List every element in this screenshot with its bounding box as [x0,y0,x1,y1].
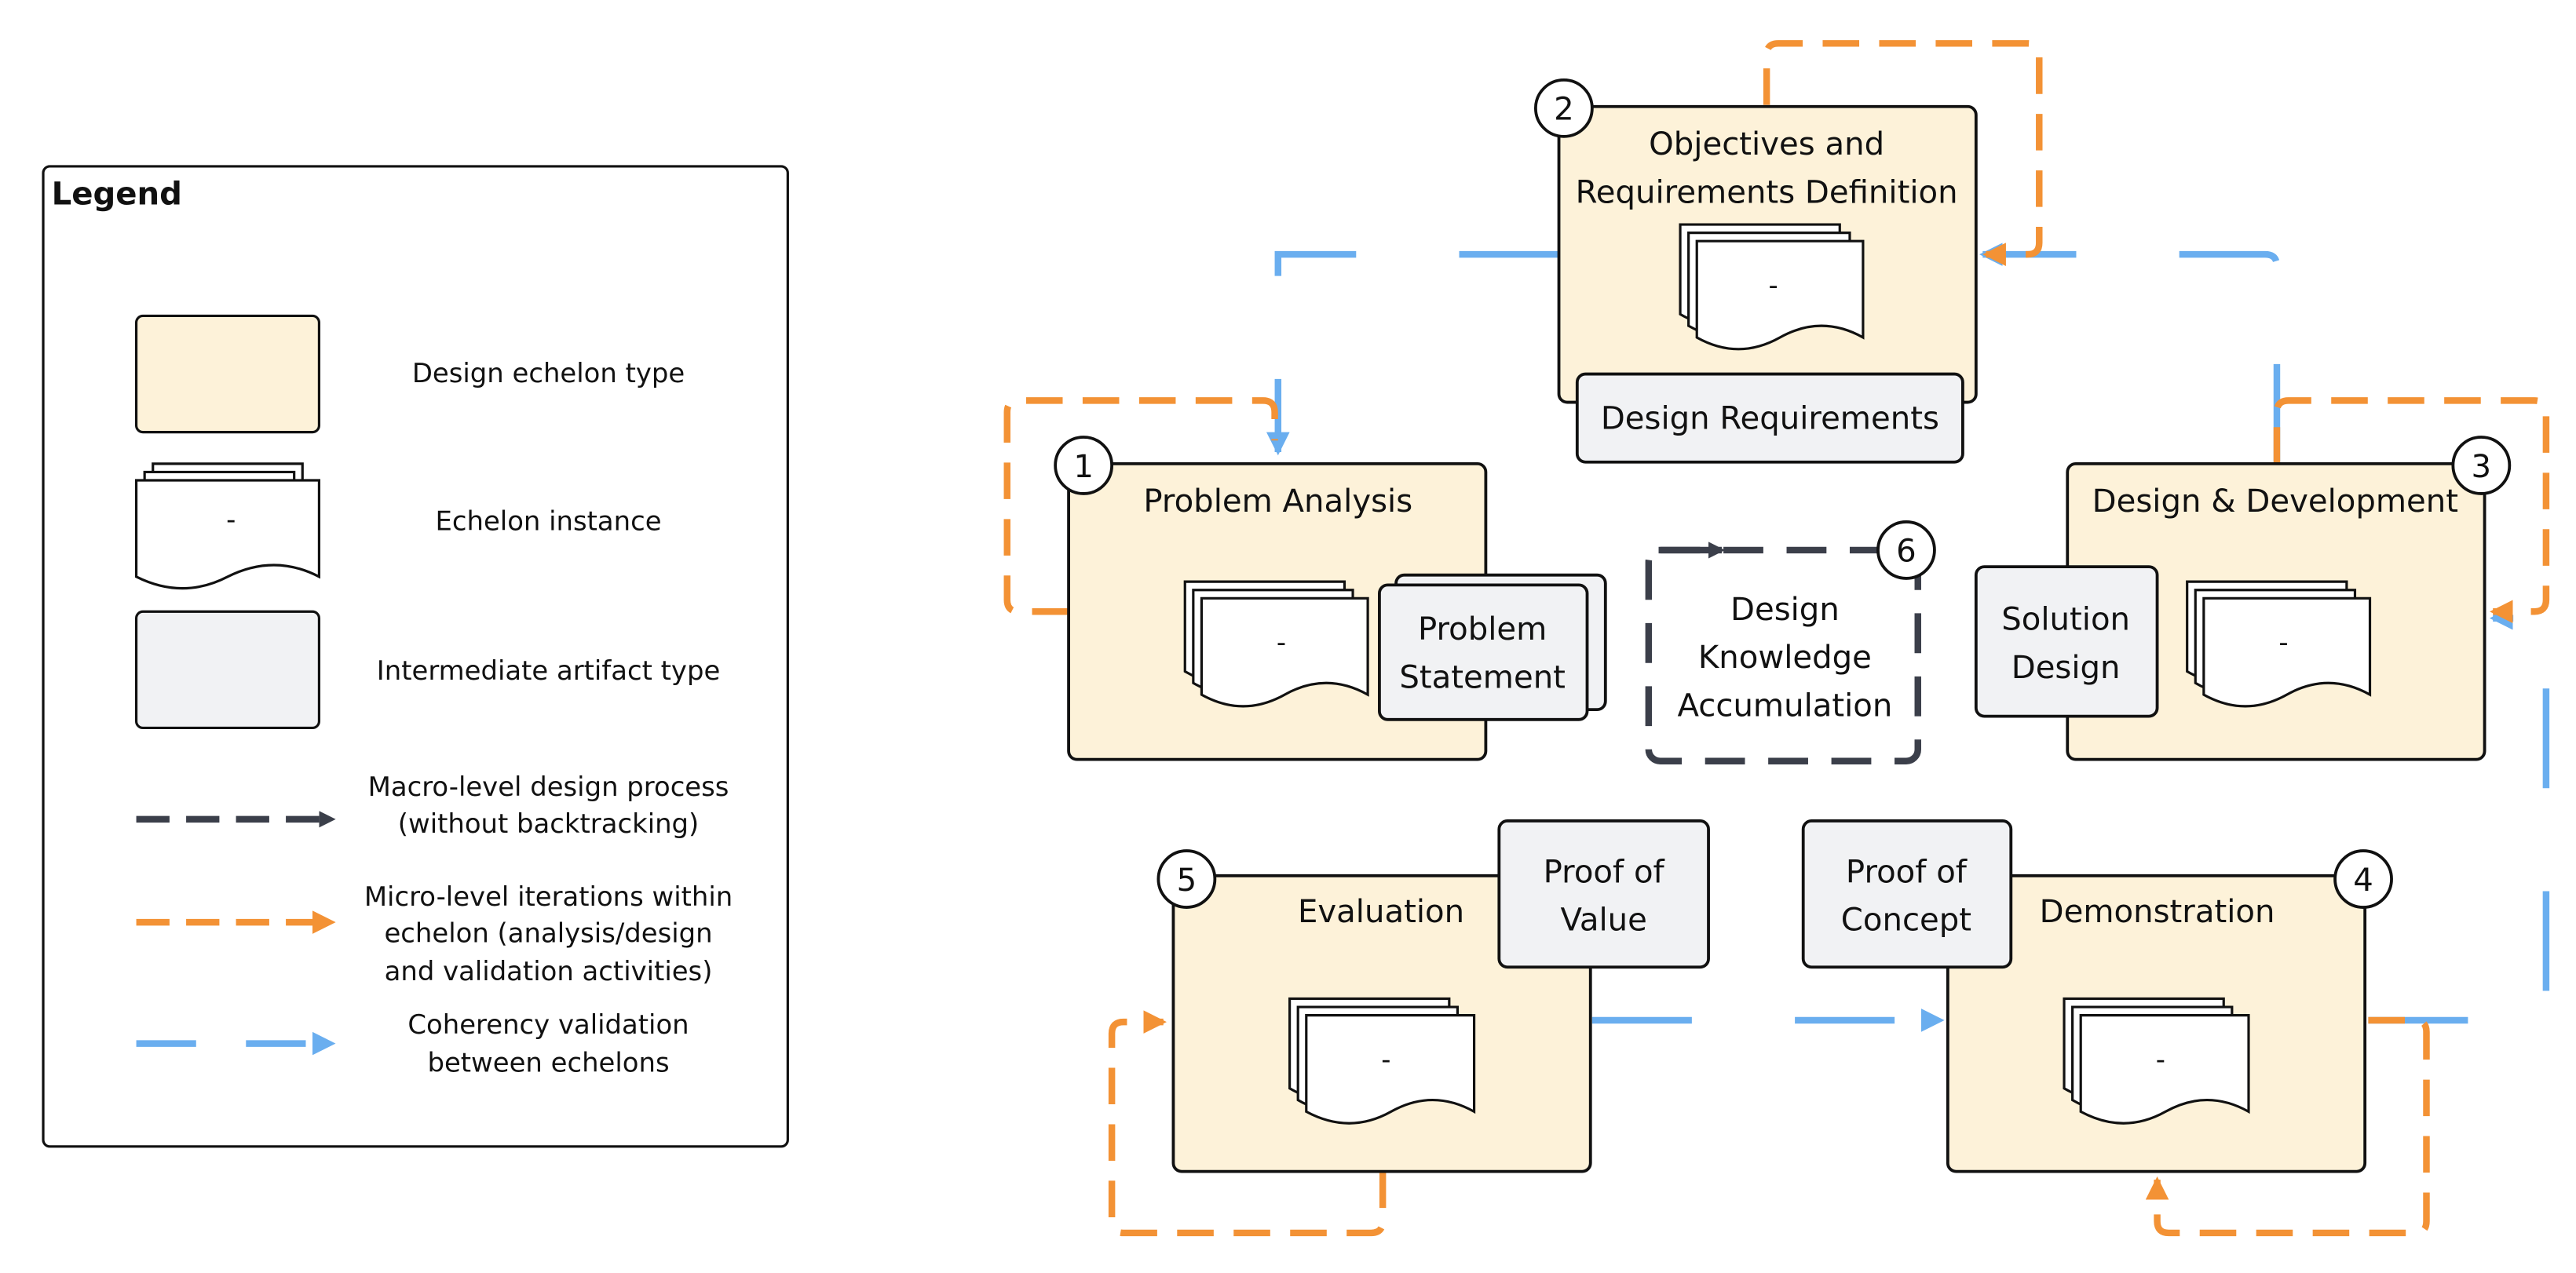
micro-loop-5 [1108,1010,1387,1237]
step-number-badge [1156,849,1217,909]
artifact-title: Proof of [1544,854,1665,890]
step-number: 2 [1554,92,1574,128]
artifact-title: Proof of [1846,854,1968,890]
micro-iteration-loops [1003,40,2550,1237]
knowledge-title: Design [1730,592,1840,628]
step-number: 1 [1073,449,1094,485]
artifact-title: Concept [1841,903,1971,939]
echelon-instance-icon [2186,580,2372,708]
legend-label: Intermediate artifact type [377,655,721,686]
knowledge-title: Accumulation [1677,688,1892,724]
legend-title: Legend [52,177,182,213]
micro-loop-2 [1763,40,2043,266]
coherency-arrow-2-to-1 [1266,250,1559,456]
legend-label: Micro-level iterations within [364,881,733,912]
artifact-title: Problem [1418,611,1547,647]
step-number-badge [1876,520,1936,580]
knowledge-box[interactable] [1645,546,1921,764]
step-number-badge [1533,78,1594,138]
legend-label: Macro-level design process [368,771,729,802]
artifact-box[interactable] [1974,565,2159,718]
echelon-instance-icon [1183,580,1369,708]
echelon-title: Design & Development [2092,483,2458,520]
echelon-title: Evaluation [1298,894,1464,930]
step-number-badge [2451,436,2512,495]
echelon-instance-icon [1288,997,1476,1125]
legend-label: (without backtracking) [398,808,699,839]
artifact-title: Value [1560,903,1646,939]
instance-doc-icon [134,462,321,590]
instance-text: - [2156,1044,2165,1074]
legend-label: Echelon instance [435,506,661,537]
echelon-instance-icon [1679,223,1865,351]
design-knowledge-accumulation[interactable]: Design Knowledge Accumulation 6 [1645,520,1936,764]
step-number: 5 [1177,863,1197,899]
artifact-title: Solution [2001,602,2130,638]
artifact-title: Design [2011,650,2121,686]
instance-text: - [1768,270,1778,301]
coherency-arrows [1266,243,2550,1032]
instance-text: - [1277,627,1286,658]
artifact-title: Statement [1399,660,1566,696]
step-number: 6 [1896,534,1916,570]
instance-text: - [226,504,236,534]
artifact-swatch [134,610,321,730]
artifact-box[interactable] [1497,819,1710,969]
step-number-badge [1054,436,1114,495]
legend-item-micro: Micro-level iterations within echelon (a… [136,881,733,987]
echelon-title: Requirements Definition [1576,175,1958,211]
artifact-box[interactable] [1575,372,1964,464]
echelon-evaluation[interactable]: Evaluation - 5 Proof of Value [1156,819,1710,1173]
micro-loop-3 [2273,397,2550,624]
micro-loop-4 [2145,1016,2430,1237]
echelon-instance-icon [2063,997,2250,1125]
coherency-arrow-3-to-2 [1979,243,2281,464]
echelon-objectives-requirements[interactable]: Objectives and Requirements Definition -… [1533,78,1978,464]
artifact-box[interactable] [1378,583,1589,721]
legend: Legend Design echelon type - Echelon ins… [42,165,789,1148]
artifact-box[interactable] [1801,819,2013,969]
knowledge-title: Knowledge [1698,640,1872,676]
step-number: 4 [2353,863,2373,899]
legend-label: Coherency validation [407,1009,689,1040]
legend-item-artifact: Intermediate artifact type [134,610,721,730]
legend-item-instance: - Echelon instance [134,462,662,590]
echelon-design-development[interactable]: Design & Development - 3 Solution Design [1974,436,2512,761]
echelon-title: Problem Analysis [1143,483,1412,520]
instance-text: - [2278,627,2288,658]
legend-label: and validation activities) [385,956,713,987]
legend-item-echelon: Design echelon type [134,314,685,434]
legend-item-coherency: Coherency validation between echelons [136,1009,689,1078]
echelon-demonstration[interactable]: Demonstration - 4 Proof of Concept [1801,819,2393,1173]
step-number: 3 [2472,449,2492,485]
legend-label: echelon (analysis/design [384,917,712,948]
echelon-title: Objectives and [1649,126,1884,162]
artifact-title: Design Requirements [1601,400,1939,436]
legend-label: Design echelon type [412,358,685,388]
echelon-problem-analysis[interactable]: Problem Analysis - 1 Problem Statement [1054,436,1607,761]
micro-loop-1 [1003,397,1278,615]
echelon-title: Demonstration [2040,894,2275,930]
echelon-swatch [134,314,321,434]
step-number-badge [2333,849,2393,909]
instance-text: - [1381,1044,1390,1074]
legend-label: between echelons [427,1048,669,1078]
legend-item-macro: Macro-level design process (without back… [136,771,729,839]
